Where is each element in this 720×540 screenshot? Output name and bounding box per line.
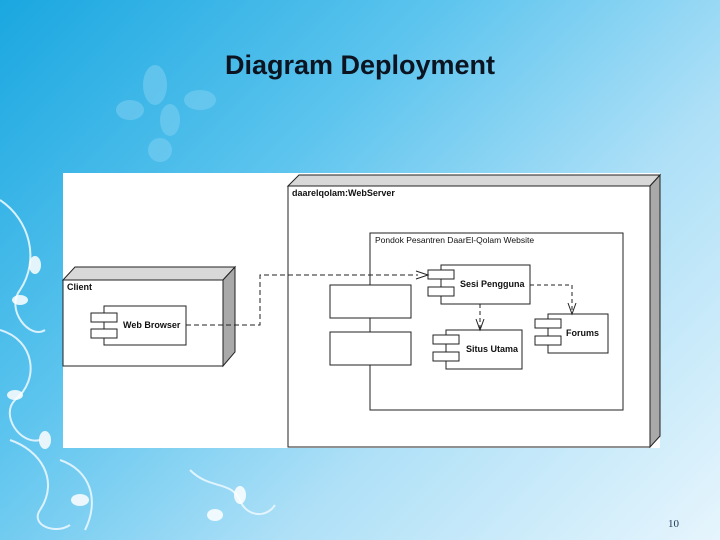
server-node-label: daarelqolam:WebServer bbox=[292, 188, 395, 198]
page-number: 10 bbox=[668, 518, 679, 530]
website-package-label: Pondok Pesantren DaarEl-Qolam Website bbox=[375, 235, 534, 245]
floral-decoration-leaves bbox=[7, 256, 246, 521]
web-browser-label: Web Browser bbox=[123, 320, 181, 330]
forums-component bbox=[534, 313, 609, 354]
package-port-bottom bbox=[329, 331, 412, 366]
arrowhead-forums bbox=[567, 302, 577, 316]
dependency-session-to-forums bbox=[530, 284, 573, 312]
client-node-label: Client bbox=[67, 282, 92, 292]
arrowhead-main-site bbox=[475, 318, 485, 332]
web-browser-component bbox=[90, 305, 187, 346]
main-site-component bbox=[432, 329, 523, 370]
arrowhead-session bbox=[415, 270, 430, 280]
slide-title: Diagram Deployment bbox=[224, 50, 496, 80]
main-site-component-label: Situs Utama bbox=[466, 344, 519, 354]
forums-component-label: Forums bbox=[566, 328, 599, 338]
package-port-top bbox=[329, 284, 412, 319]
session-component-label: Sesi Pengguna bbox=[460, 279, 526, 289]
floral-decoration-top bbox=[116, 65, 216, 162]
dependency-browser-to-session bbox=[186, 274, 418, 326]
